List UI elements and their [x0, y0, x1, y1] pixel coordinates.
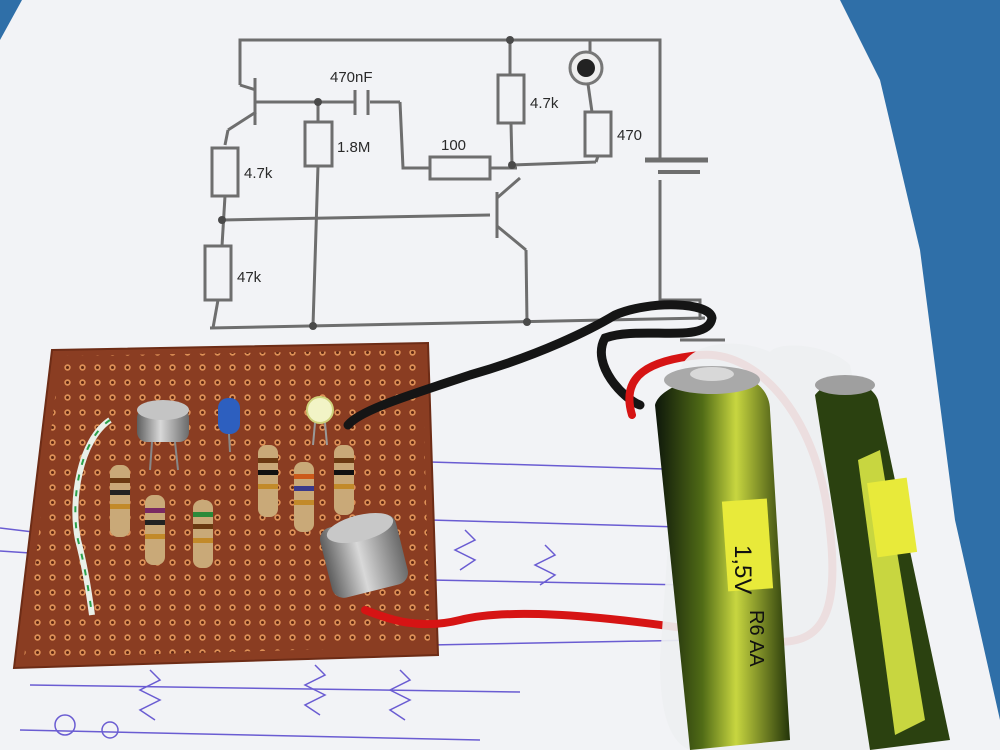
- transistor-large: [319, 512, 409, 598]
- label-r-series: 100: [441, 137, 466, 154]
- label-r-bias: 1.8M: [337, 139, 370, 156]
- led: [306, 396, 334, 446]
- battery-right: [815, 375, 950, 750]
- label-r-led: 470: [617, 127, 642, 144]
- board-components: [72, 396, 409, 616]
- label-r-collector: 4.7k: [530, 95, 559, 112]
- battery-left: 1,5V R6 AA: [655, 366, 790, 750]
- wire-black: [343, 300, 717, 430]
- junction-dots: [218, 36, 531, 330]
- capacitor-blue: [218, 398, 240, 453]
- label-r-base-top: 4.7k: [244, 165, 273, 182]
- resistors: [110, 445, 354, 568]
- battery-size-text: R6 AA: [745, 610, 767, 667]
- battery-voltage-text: 1,5V: [729, 545, 756, 594]
- jumper-wire-white: [72, 417, 112, 616]
- battery-pack: 1,5V R6 AA: [655, 343, 950, 750]
- label-capacitor: 470nF: [330, 69, 373, 86]
- label-r-base-bottom: 47k: [237, 269, 262, 286]
- transistor-small: [137, 400, 189, 471]
- schematic-drawing: [203, 38, 725, 342]
